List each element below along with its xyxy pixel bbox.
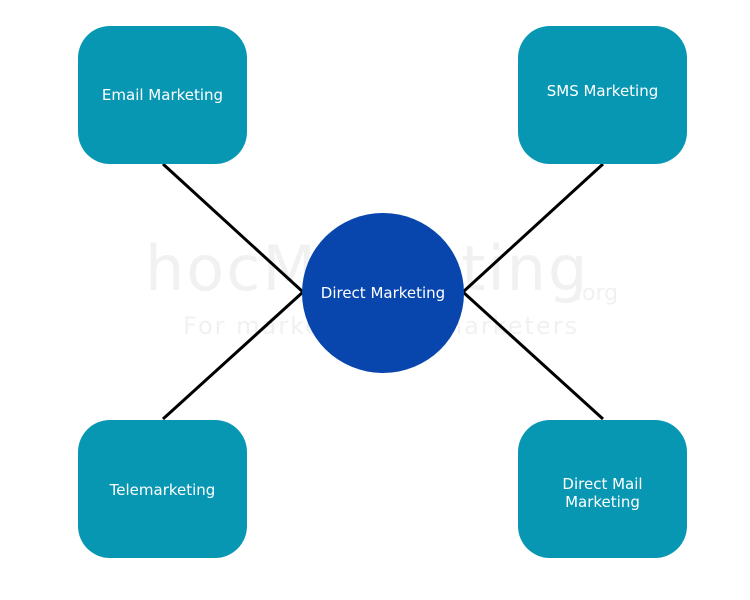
node-email-marketing-label: Email Marketing — [101, 86, 224, 104]
node-direct-mail-label-line1: Direct Mail — [562, 475, 643, 493]
center-node-label: Direct Marketing — [320, 284, 446, 302]
connector-sms — [461, 162, 605, 294]
node-telemarketing: Telemarketing — [78, 420, 247, 558]
connector-direct-mail — [461, 290, 605, 421]
node-sms-marketing: SMS Marketing — [518, 26, 687, 164]
connector-telemarketing — [161, 290, 305, 421]
center-node-direct-marketing: Direct Marketing — [302, 213, 464, 373]
connector-email — [161, 162, 305, 294]
node-email-marketing: Email Marketing — [78, 26, 247, 164]
node-sms-marketing-label: SMS Marketing — [546, 82, 659, 100]
node-direct-mail-marketing: Direct Mail Marketing — [518, 420, 687, 558]
node-direct-mail-label-line2: Marketing — [565, 493, 640, 511]
node-telemarketing-label: Telemarketing — [109, 481, 216, 499]
